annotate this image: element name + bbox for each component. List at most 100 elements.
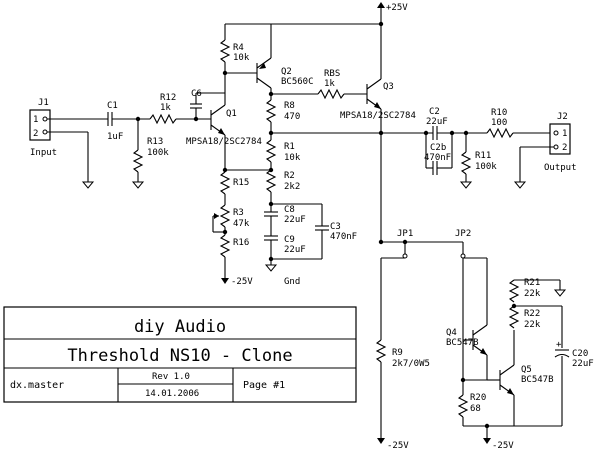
resistor-r13: R13 100k (131, 119, 169, 189)
svg-text:C9: C9 (284, 235, 295, 245)
svg-text:470nF: 470nF (424, 153, 451, 163)
svg-text:R3: R3 (233, 208, 244, 218)
svg-text:RBS: RBS (324, 69, 340, 79)
svg-text:Q3: Q3 (383, 82, 394, 92)
schematic-title: Threshold NS10 - Clone (67, 346, 292, 366)
resistor-r12: R12 1k (149, 93, 177, 125)
svg-text:C2: C2 (429, 107, 440, 117)
resistor-r20: R20 68 (457, 393, 486, 418)
svg-text:22k: 22k (524, 320, 541, 330)
org-name: diy Audio (134, 317, 226, 337)
j2-ref: J2 (557, 112, 568, 122)
output-connector-j2[interactable]: 1 2 J2 Output (544, 112, 577, 173)
svg-text:C3: C3 (330, 222, 341, 232)
svg-text:2k2: 2k2 (284, 182, 300, 192)
svg-text:10k: 10k (233, 53, 250, 63)
svg-text:1k: 1k (324, 79, 335, 89)
resistor-r9: R9 2k7/0W5 (375, 339, 430, 369)
svg-text:R12: R12 (160, 93, 176, 103)
svg-text:10k: 10k (284, 153, 301, 163)
potentiometer-r3: R3 47k (212, 204, 250, 233)
svg-text:R13: R13 (147, 137, 163, 147)
title-block: diy Audio Threshold NS10 - Clone dx.mast… (3, 306, 357, 403)
svg-text:JP2: JP2 (455, 229, 471, 239)
svg-text:1: 1 (562, 129, 567, 139)
svg-text:BC547B: BC547B (521, 375, 554, 385)
resistor-r8: R8 470 (265, 99, 300, 123)
capacitor-c6: C6 (190, 89, 225, 119)
svg-text:68: 68 (470, 404, 481, 414)
jumper-jp1[interactable]: JP1 (397, 229, 413, 259)
svg-text:R21: R21 (524, 278, 540, 288)
capacitor-c20: + C20 22uF (554, 340, 594, 369)
svg-text:1uF: 1uF (107, 132, 123, 142)
svg-text:47k: 47k (233, 219, 250, 229)
jumper-jp2[interactable]: JP2 (455, 229, 471, 259)
svg-text:MPSA18/2SC2784: MPSA18/2SC2784 (340, 111, 416, 121)
pos-supply-rail: +25V (225, 2, 408, 27)
resistor-r4: R4 10k (219, 24, 250, 93)
svg-text:470: 470 (284, 112, 300, 122)
date: 14.01.2006 (145, 389, 199, 399)
svg-text:R2: R2 (284, 171, 295, 181)
resistor-r21: R21 22k (508, 278, 541, 303)
svg-text:470nF: 470nF (330, 232, 357, 242)
pos-supply-label: +25V (386, 3, 408, 13)
svg-text:22uF: 22uF (572, 359, 594, 369)
resistor-r1: R1 10k (265, 133, 301, 163)
input-connector-j1[interactable]: 1 2 J1 Input (29, 98, 57, 158)
capacitor-c3: C3 470nF (271, 203, 357, 260)
svg-text:22uF: 22uF (426, 117, 448, 127)
author: dx.master (10, 380, 64, 391)
capacitor-c8: C8 22uF (264, 205, 306, 225)
neg-supply-label-2: -25V (387, 441, 409, 451)
capacitor-c9: C9 22uF (264, 235, 306, 255)
page-number: Page #1 (243, 380, 285, 391)
output-label: Output (544, 163, 577, 173)
resistor-r16: R16 (219, 234, 249, 258)
svg-text:R1: R1 (284, 142, 295, 152)
neg-supply-label-3: -25V (492, 441, 514, 451)
transistor-q2: Q2 BC560C (256, 57, 314, 89)
transistor-q3: Q3 MPSA18/2SC2784 (340, 78, 416, 121)
svg-text:MPSA18/2SC2784: MPSA18/2SC2784 (186, 137, 262, 147)
j1-ref: J1 (38, 98, 49, 108)
svg-text:1k: 1k (160, 103, 171, 113)
revision: Rev 1.0 (152, 372, 190, 382)
capacitor-c2b: C2b 470nF (424, 133, 453, 175)
svg-text:R10: R10 (491, 108, 507, 118)
svg-text:R16: R16 (233, 238, 249, 248)
svg-text:100k: 100k (475, 162, 497, 172)
svg-text:Q2: Q2 (281, 67, 292, 77)
svg-text:100: 100 (491, 118, 507, 128)
svg-text:22uF: 22uF (284, 215, 306, 225)
resistor-rbs: RBS 1k (271, 69, 367, 100)
svg-text:2: 2 (562, 143, 567, 153)
svg-text:BC547B: BC547B (446, 338, 479, 348)
svg-text:2k7/0W5: 2k7/0W5 (392, 359, 430, 369)
svg-text:R4: R4 (233, 43, 244, 53)
svg-text:C6: C6 (191, 89, 202, 99)
resistor-r22: R22 22k (508, 305, 541, 330)
svg-text:R9: R9 (392, 348, 403, 358)
gnd-label: Gnd (284, 277, 300, 287)
input-label: Input (30, 148, 57, 158)
resistor-r15: R15 (219, 171, 249, 195)
capacitor-c1: C1 1uF (107, 101, 123, 142)
svg-text:22k: 22k (524, 289, 541, 299)
resistor-r10: R10 100 (486, 108, 514, 139)
svg-text:C1: C1 (107, 101, 118, 111)
svg-text:R8: R8 (284, 101, 295, 111)
ground-symbol (81, 181, 95, 189)
svg-text:R20: R20 (470, 393, 486, 403)
svg-text:1: 1 (33, 115, 38, 125)
transistor-q5: Q5 BC547B (499, 364, 554, 396)
svg-text:2: 2 (33, 129, 38, 139)
svg-text:BC560C: BC560C (281, 77, 314, 87)
svg-text:R22: R22 (524, 309, 540, 319)
capacitor-c2: C2 22uF (426, 107, 448, 140)
resistor-r2: R2 2k2 (265, 169, 300, 193)
svg-text:Q5: Q5 (521, 365, 532, 375)
